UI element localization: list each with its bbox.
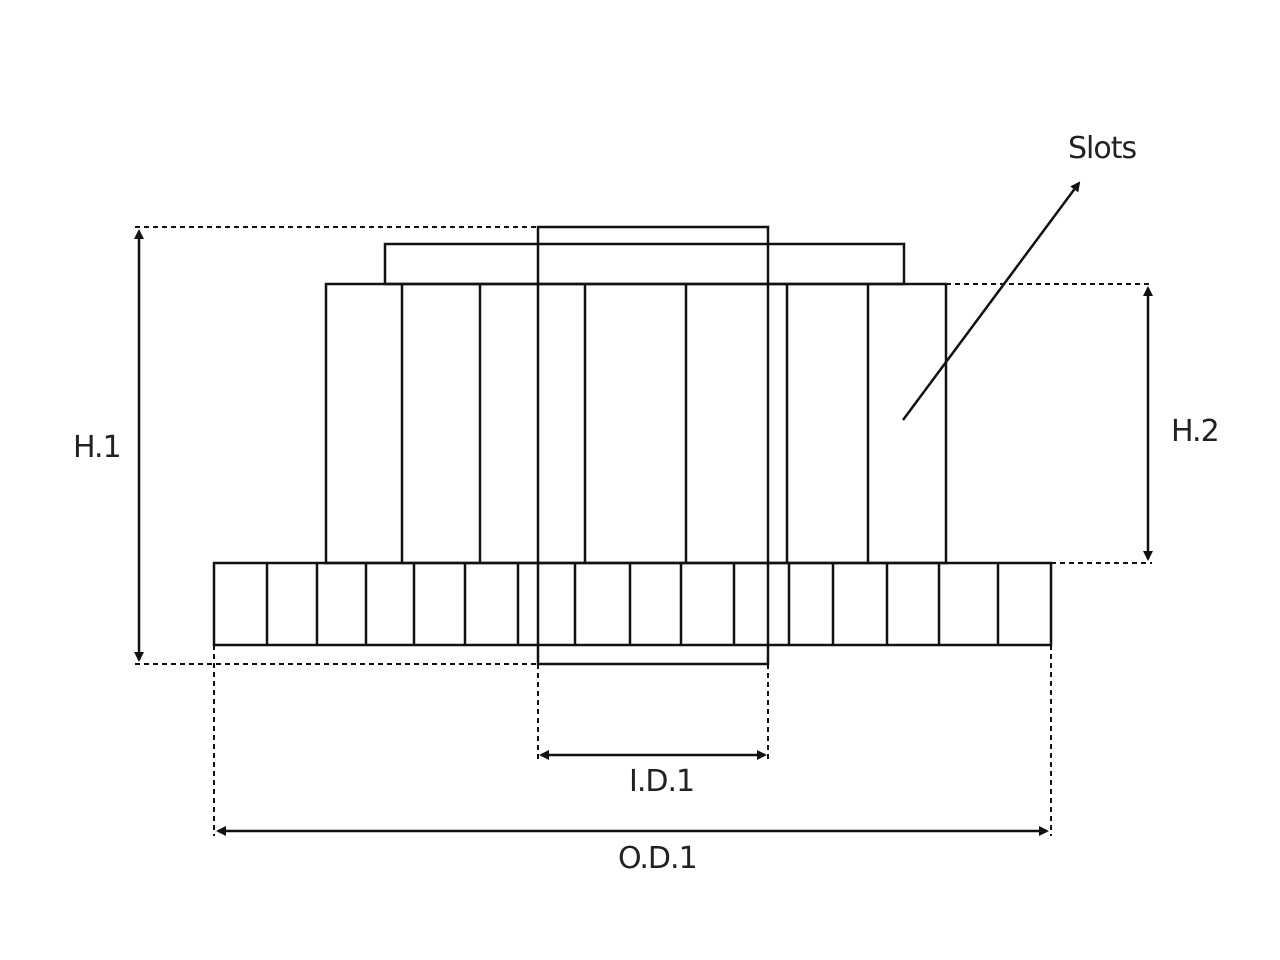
bottom-flange — [212, 561, 1053, 647]
top-shoulder — [383, 242, 906, 286]
slotted-body — [324, 282, 948, 565]
h2-label: H.2 — [1171, 414, 1219, 449]
center-bore — [536, 225, 770, 666]
slots-label: Slots — [1068, 131, 1136, 166]
od1-label: O.D.1 — [618, 841, 697, 876]
extension-lines — [135, 226, 1152, 836]
id1-label: I.D.1 — [629, 764, 694, 799]
h1-label: H.1 — [73, 430, 121, 465]
dimension-arrows — [134, 181, 1153, 836]
labels: Slots H.1 H.2 I.D.1 O.D.1 — [73, 131, 1220, 876]
gear-body — [212, 225, 1053, 666]
bottom-flange-teeth — [265, 563, 1000, 645]
slots-leader-arrow — [901, 181, 1081, 421]
slot-dividers — [400, 284, 870, 563]
